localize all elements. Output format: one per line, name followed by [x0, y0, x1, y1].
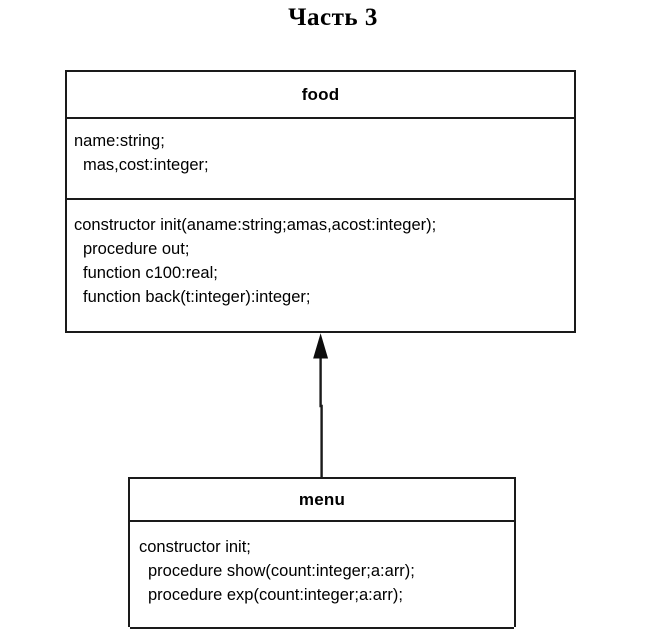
- attributes-compartment-food: name:string; mas,cost:integer;: [67, 117, 574, 198]
- method-row: procedure show(count:integer;a:arr);: [148, 562, 415, 580]
- method-row: procedure out;: [83, 240, 190, 258]
- class-name-menu: menu: [298, 490, 346, 509]
- page-title: Часть 3: [288, 4, 378, 31]
- attribute-row: name:string;: [74, 132, 165, 150]
- attribute-row: mas,cost:integer;: [83, 156, 209, 174]
- method-row: constructor init(aname:string;amas,acost…: [74, 216, 437, 234]
- method-row: function back(t:integer):integer;: [83, 288, 311, 306]
- method-row: procedure exp(count:integer;a:arr);: [148, 586, 403, 604]
- class-box-food[interactable]: food name:string; mas,cost:integer; cons…: [65, 70, 576, 333]
- arrow-shaft: [319, 357, 323, 480]
- method-row: function c100:real;: [83, 264, 218, 282]
- arrowhead-triangle-icon: [313, 333, 329, 359]
- class-name-food: food: [301, 85, 340, 104]
- class-box-menu[interactable]: menu constructor init; procedure show(co…: [128, 477, 516, 627]
- methods-compartment-menu: constructor init; procedure show(count:i…: [130, 520, 514, 625]
- method-row: constructor init;: [139, 538, 251, 556]
- generalization-arrow-menu-to-food: [313, 333, 329, 480]
- methods-compartment-food: constructor init(aname:string;amas,acost…: [67, 198, 574, 331]
